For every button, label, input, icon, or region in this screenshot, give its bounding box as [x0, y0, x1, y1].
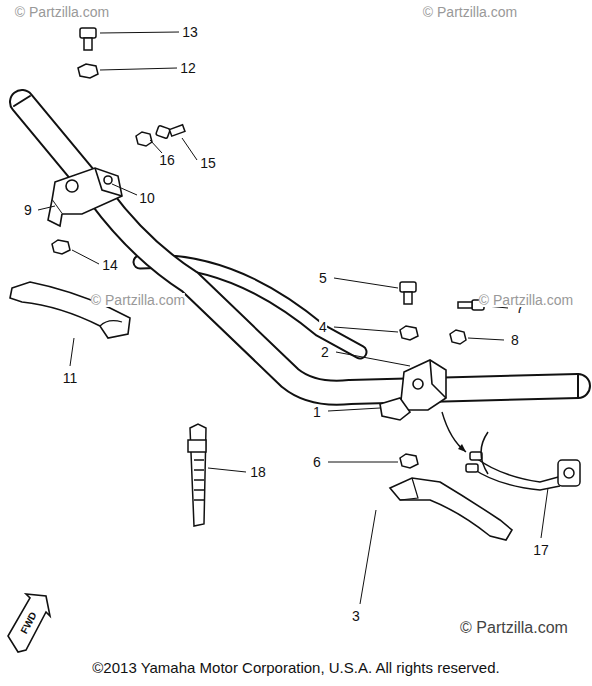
forward-arrow [8, 594, 50, 652]
nut [136, 132, 152, 146]
clutch-lever [10, 282, 130, 338]
watermark: © Partzilla.com [423, 5, 517, 19]
switch-cable [466, 452, 580, 490]
watermark: © Partzilla.com [91, 293, 185, 307]
callout-number: 14 [102, 258, 118, 272]
nut [400, 454, 418, 468]
callout-number: 9 [24, 203, 32, 217]
callout-number: 12 [180, 61, 196, 75]
callout-number: 1 [313, 405, 321, 419]
callout-number: 8 [511, 333, 519, 347]
callout-number: 10 [139, 191, 155, 205]
callout-number: 17 [533, 543, 549, 557]
callout-number: 3 [352, 609, 360, 623]
bolt [156, 125, 185, 139]
brake-lever [390, 478, 512, 540]
nut [450, 330, 466, 344]
nut [52, 240, 70, 254]
watermark: © Partzilla.com [15, 5, 109, 19]
leader-lines [38, 32, 548, 604]
callout-number: 4 [319, 320, 327, 334]
callout-number: 13 [182, 25, 198, 39]
nut [78, 64, 98, 78]
callout-number: 6 [313, 455, 321, 469]
callout-number: 2 [321, 345, 329, 359]
bolt [80, 28, 96, 50]
watermark: © Partzilla.com [479, 293, 573, 307]
bracket [481, 432, 488, 474]
left-clamp [48, 168, 122, 226]
callout-number: 15 [200, 156, 216, 170]
bolt [400, 282, 416, 304]
watermark: © Partzilla.com [460, 620, 568, 636]
assembly-arrow [442, 412, 466, 452]
callout-number: 5 [319, 271, 327, 285]
nut [400, 326, 418, 340]
cable-strap [188, 424, 206, 526]
callout-number: 11 [63, 371, 78, 385]
handlebar [22, 102, 578, 393]
copyright-notice: ©2013 Yamaha Motor Corporation, U.S.A. A… [92, 660, 499, 675]
right-clamp [380, 360, 446, 420]
callout-number: 16 [159, 153, 175, 167]
callout-number: 18 [250, 465, 266, 479]
